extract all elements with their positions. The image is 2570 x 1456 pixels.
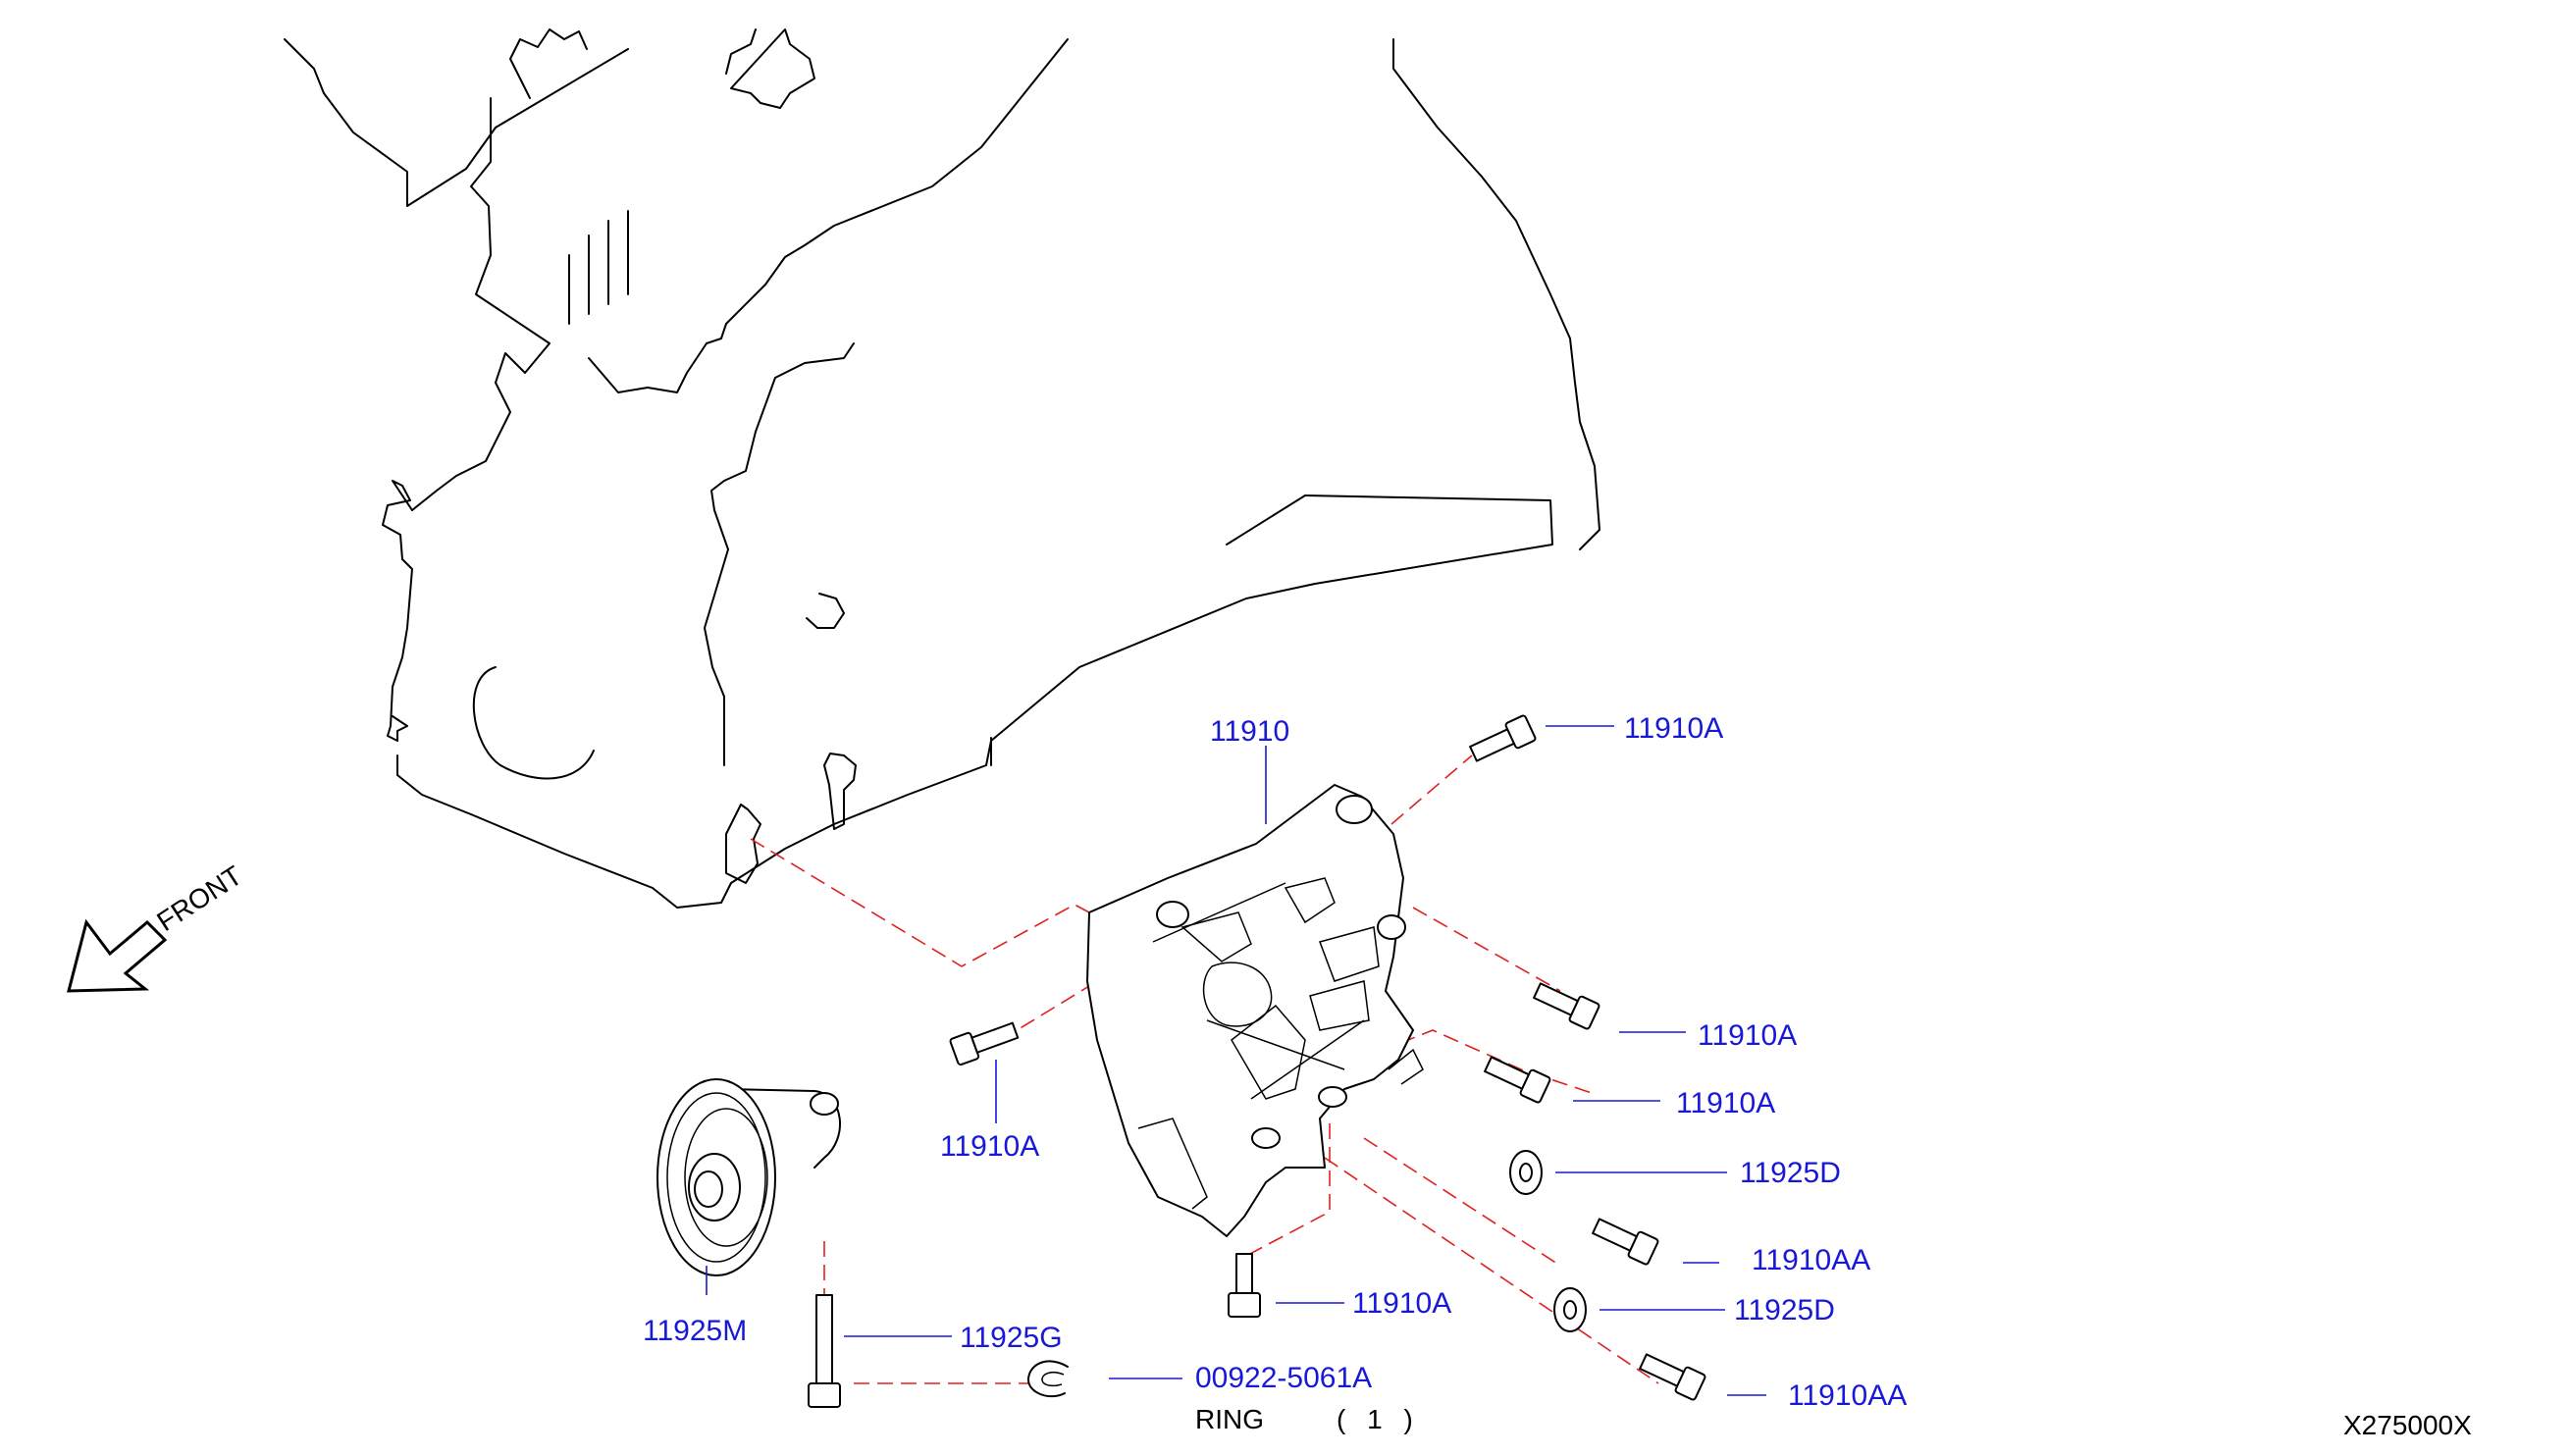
- engine-block-drawing: [284, 28, 1600, 909]
- ring-qty: ( 1 ): [1337, 1404, 1413, 1434]
- callout-bolt-right-2[interactable]: 11910A: [1676, 1087, 1775, 1119]
- front-arrow-icon: [67, 918, 168, 993]
- ring-name: RING: [1195, 1404, 1264, 1434]
- callout-bracket[interactable]: 11910: [1210, 715, 1289, 748]
- callout-idler-pulley[interactable]: 11925M: [643, 1315, 747, 1347]
- bolt-icon[interactable]: [1228, 1253, 1261, 1318]
- washer-icon[interactable]: [1509, 1150, 1543, 1195]
- pulley-bolt-icon[interactable]: [808, 1294, 841, 1408]
- diagram-code: X275000X: [2343, 1410, 2472, 1440]
- callout-washer-2[interactable]: 11925D: [1734, 1294, 1835, 1326]
- bolt-icon[interactable]: [1591, 1214, 1659, 1266]
- callout-pulley-bolt[interactable]: 11925G: [960, 1322, 1063, 1354]
- bolt-icon[interactable]: [1638, 1349, 1706, 1401]
- callout-bolt-right-1[interactable]: 11910A: [1698, 1019, 1797, 1052]
- callout-bolt-bottom[interactable]: 11910A: [1352, 1287, 1451, 1320]
- mounting-bracket[interactable]: [1086, 784, 1424, 1237]
- callout-bolt-aa-1[interactable]: 11910AA: [1752, 1244, 1870, 1276]
- callout-bolt-top[interactable]: 11910A: [1624, 712, 1723, 745]
- bolt-icon[interactable]: [1532, 978, 1600, 1030]
- idler-pulley[interactable]: [656, 1078, 841, 1276]
- callout-bolt-left[interactable]: 11910A: [940, 1130, 1039, 1163]
- bolt-icon[interactable]: [949, 1017, 1021, 1066]
- front-label: FRONT: [151, 860, 247, 938]
- callout-ring-part[interactable]: 00922-5061A: [1195, 1362, 1372, 1394]
- washer-icon[interactable]: [1553, 1287, 1587, 1332]
- ring-icon[interactable]: [1026, 1360, 1069, 1398]
- bolt-icon[interactable]: [1483, 1052, 1551, 1104]
- leader-lines: [706, 725, 1766, 1396]
- bolt-icon[interactable]: [1468, 714, 1537, 766]
- callout-bolt-aa-2[interactable]: 11910AA: [1788, 1379, 1907, 1412]
- callout-washer-1[interactable]: 11925D: [1740, 1157, 1841, 1189]
